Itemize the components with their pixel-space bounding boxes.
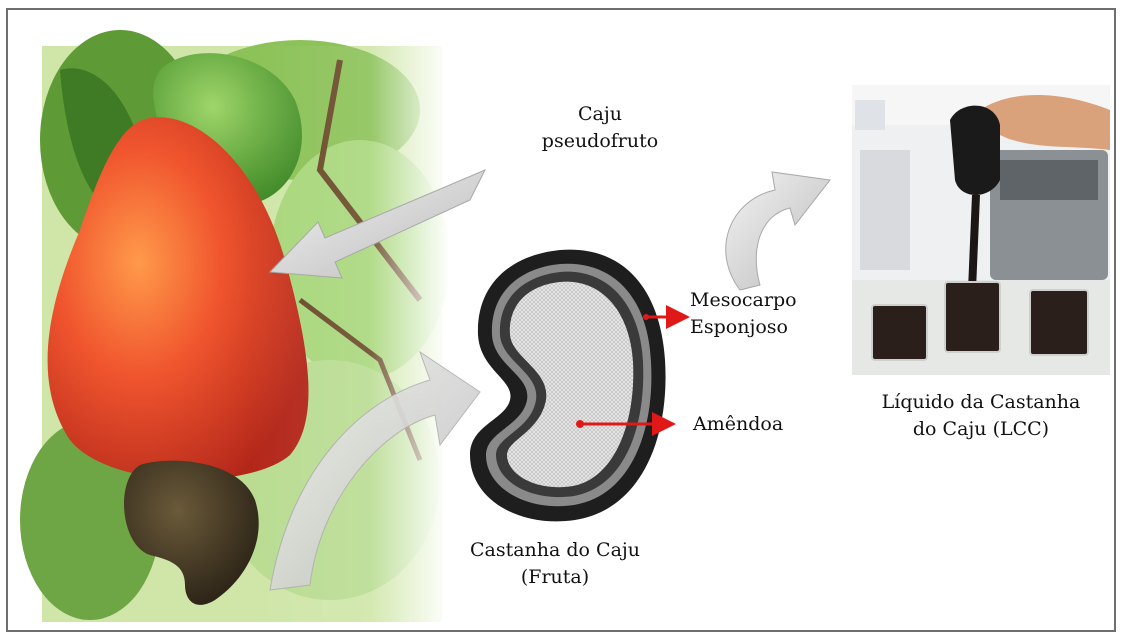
- lcc-photo: [852, 85, 1110, 375]
- pseudofruit-label: Caju pseudofruto: [535, 101, 665, 155]
- lcc-label-line2: do Caju (LCC): [845, 416, 1117, 443]
- mesocarp-label-line1: Mesocarpo: [690, 287, 840, 314]
- nut-label: Castanha do Caju (Fruta): [430, 537, 680, 591]
- nut-label-line2: (Fruta): [430, 564, 680, 591]
- nut-cross-section-diagram: [470, 250, 666, 522]
- lcc-label-line1: Líquido da Castanha: [845, 389, 1117, 416]
- arrow-to-lcc: [726, 172, 830, 290]
- kernel-label: Amêndoa: [693, 411, 823, 438]
- mesocarp-label: Mesocarpo Esponjoso: [690, 287, 840, 341]
- mesocarp-label-line2: Esponjoso: [690, 314, 840, 341]
- kernel-label-text: Amêndoa: [693, 411, 823, 438]
- lcc-label: Líquido da Castanha do Caju (LCC): [845, 389, 1117, 443]
- pseudofruit-label-line2: pseudofruto: [535, 128, 665, 155]
- nut-label-line1: Castanha do Caju: [430, 537, 680, 564]
- pseudofruit-label-line1: Caju: [535, 101, 665, 128]
